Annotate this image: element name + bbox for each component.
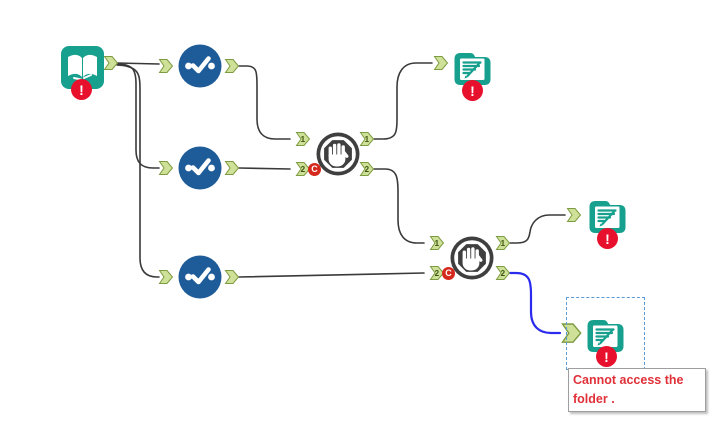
block1-input-anchor-1[interactable]: 1	[295, 132, 311, 146]
check-icon	[178, 255, 222, 299]
select-tool-1[interactable]	[178, 44, 222, 88]
output2-error-badge[interactable]: !	[597, 228, 618, 249]
output3-input-anchor-selected[interactable]	[561, 323, 582, 343]
select2-output-anchor[interactable]	[224, 161, 240, 175]
select3-input-anchor[interactable]	[158, 270, 174, 284]
output3-error-badge[interactable]: !	[596, 346, 617, 367]
hand-icon	[316, 132, 360, 176]
select1-output-anchor[interactable]	[224, 59, 240, 73]
block1-output-anchor-1[interactable]: 1	[359, 132, 375, 146]
block2-output-anchor-1[interactable]: 1	[495, 236, 511, 250]
svg-text:2: 2	[501, 269, 506, 278]
svg-text:1: 1	[501, 239, 506, 248]
select-tool-2[interactable]	[178, 146, 222, 190]
svg-text:2: 2	[301, 165, 306, 174]
input-error-badge[interactable]: !	[71, 79, 92, 100]
block1-c-badge[interactable]: C	[308, 163, 321, 176]
block2-input-anchor-1[interactable]: 1	[429, 236, 445, 250]
select-tool-3[interactable]	[178, 255, 222, 299]
select2-input-anchor[interactable]	[158, 161, 174, 175]
block-until-done-tool-1[interactable]	[316, 132, 360, 176]
block2-c-badge[interactable]: C	[442, 267, 455, 280]
wire-block2-out2-to-output3-selected[interactable]	[508, 271, 562, 335]
block1-output-anchor-2[interactable]: 2	[359, 162, 375, 176]
wire-select3-to-block2-in2[interactable]	[238, 272, 425, 278]
check-icon	[178, 146, 222, 190]
output1-error-badge[interactable]: !	[462, 80, 483, 101]
svg-text:1: 1	[365, 135, 370, 144]
svg-text:2: 2	[365, 165, 370, 174]
check-icon	[178, 44, 222, 88]
block2-input-anchor-2[interactable]: 2	[429, 266, 445, 280]
wire-block1-out1-to-output1[interactable]	[373, 62, 433, 140]
wire-select2-to-block1-in2[interactable]	[238, 167, 291, 170]
block1-input-anchor-2[interactable]: 2	[295, 162, 311, 176]
error-tooltip: Cannot access the folder .	[568, 368, 706, 412]
svg-text:2: 2	[435, 269, 440, 278]
wire-select1-to-block1-in1[interactable]	[238, 65, 291, 140]
block2-output-anchor-2[interactable]: 2	[495, 266, 511, 280]
wire-input-to-select2[interactable]	[116, 63, 160, 169]
wire-block1-out2-to-block2-in1[interactable]	[373, 168, 425, 244]
wire-input-to-select3[interactable]	[116, 64, 160, 278]
svg-text:1: 1	[435, 239, 440, 248]
select3-output-anchor[interactable]	[224, 270, 240, 284]
wire-input-to-select1[interactable]	[116, 62, 160, 65]
output2-input-anchor[interactable]	[566, 208, 582, 222]
select1-input-anchor[interactable]	[158, 59, 174, 73]
output1-input-anchor[interactable]	[433, 56, 449, 70]
svg-text:1: 1	[301, 135, 306, 144]
input-tool-output-anchor[interactable]	[103, 56, 119, 70]
block-until-done-tool-2[interactable]	[450, 236, 494, 280]
hand-icon	[450, 236, 494, 280]
error-tooltip-line1: Cannot access the	[573, 373, 684, 387]
error-tooltip-line2: folder .	[573, 392, 615, 406]
wire-block2-out1-to-output2[interactable]	[509, 214, 566, 244]
